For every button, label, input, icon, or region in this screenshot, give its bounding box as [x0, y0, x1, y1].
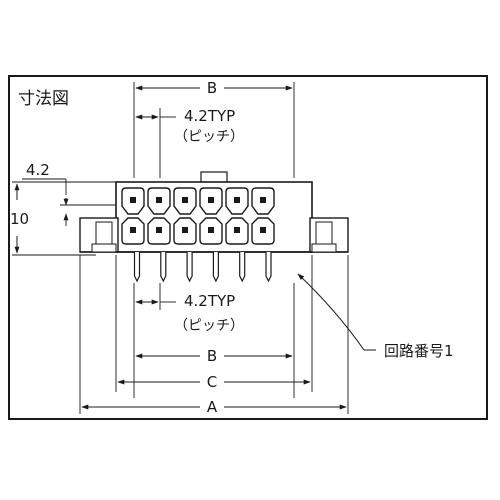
pin — [239, 252, 246, 283]
cavity — [199, 187, 223, 215]
cavity — [225, 217, 249, 245]
dim-a-bottom: A — [79, 255, 349, 416]
dim-b-bottom: B — [135, 283, 295, 398]
pin — [265, 252, 272, 283]
cavity — [173, 187, 197, 215]
label-left-10: 10 — [10, 210, 29, 228]
label-circuit-no: 回路番号1 — [384, 342, 454, 360]
label-b-top: B — [207, 79, 217, 97]
cavity — [147, 217, 171, 245]
label-a-bottom: A — [207, 398, 218, 416]
label-pitch-bottom-note: （ピッチ） — [174, 318, 244, 334]
label-pitch-top: 4.2TYP — [184, 107, 235, 125]
cavity — [147, 187, 171, 215]
cavity — [251, 187, 275, 215]
cavity-grid — [121, 187, 275, 245]
label-b-bottom: B — [207, 347, 217, 365]
dim-c-bottom: C — [115, 255, 313, 392]
label-pitch-top-note: （ピッチ） — [174, 129, 244, 145]
cavity — [173, 217, 197, 245]
dim-pitch-bottom: 4.2TYP （ピッチ） — [133, 283, 244, 398]
label-c-bottom: C — [207, 373, 217, 391]
dim-left: 4.2 10 — [10, 161, 120, 256]
drawing-title: 寸法図 — [18, 89, 69, 109]
cavity — [121, 187, 145, 215]
pin-row — [133, 252, 272, 283]
label-left-42: 4.2 — [26, 161, 50, 179]
cavity — [121, 217, 145, 245]
pin — [160, 252, 167, 283]
pin — [186, 252, 193, 283]
pin — [133, 252, 141, 283]
label-pitch-bottom: 4.2TYP — [184, 292, 235, 310]
cavity — [251, 217, 275, 245]
dim-b-top: B — [133, 79, 295, 178]
cavity — [199, 217, 223, 245]
cavity — [225, 187, 249, 215]
leader-circuit-1: 回路番号1 — [297, 273, 454, 360]
dim-pitch-top: 4.2TYP （ピッチ） — [135, 107, 244, 178]
pin — [212, 252, 219, 283]
